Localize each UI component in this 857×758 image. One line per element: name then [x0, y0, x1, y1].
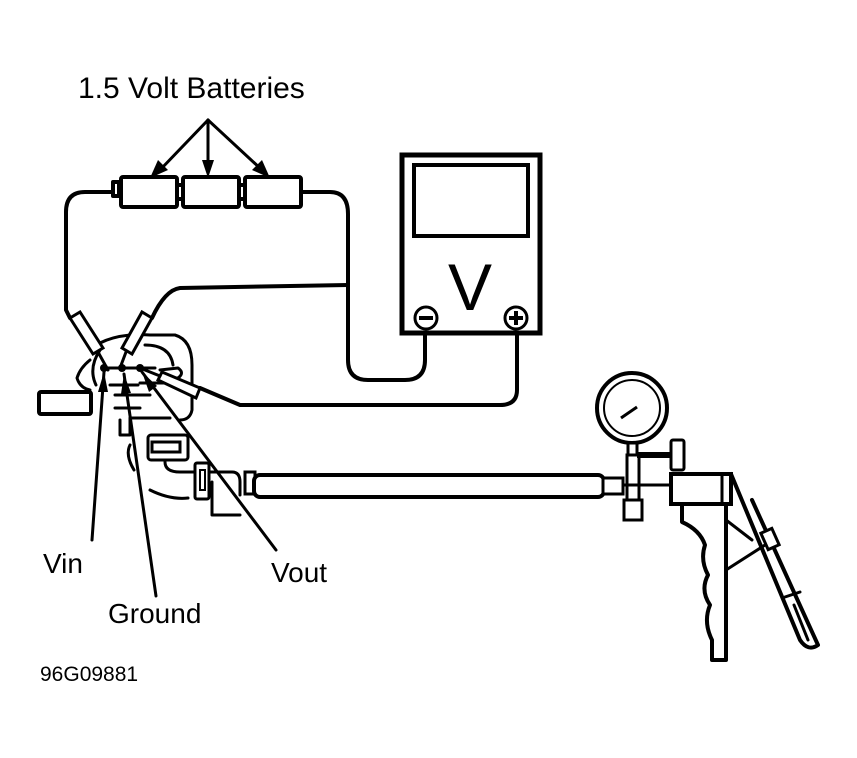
vacuum-pump: [595, 371, 820, 662]
battery-2: [181, 175, 241, 209]
pin-pointer-lines: [90, 370, 278, 598]
sensor-mount-tab: [37, 390, 93, 416]
vin-wire: [64, 190, 115, 320]
vout-label: Vout: [271, 557, 327, 588]
vin-label: Vin: [43, 548, 83, 579]
batteries: [111, 175, 303, 209]
pressure-sensor: [37, 333, 257, 517]
meter-positive-wire: [198, 333, 519, 407]
battery-terminal: [111, 180, 121, 198]
battery-3: [243, 175, 303, 209]
voltmeter: V: [399, 152, 543, 336]
voltmeter-display: [412, 163, 530, 238]
battery-return-wire: [299, 190, 350, 287]
vacuum-hose: [252, 473, 625, 499]
test-leads: [67, 309, 202, 401]
batteries-label: 1.5 Volt Batteries: [78, 72, 305, 105]
meter-negative-wire: [346, 283, 427, 382]
battery-pointer-arrows: [150, 118, 270, 178]
figure-code: 96G09881: [40, 663, 138, 686]
ground-label: Ground: [108, 598, 201, 629]
ground-wire: [150, 283, 350, 320]
voltmeter-symbol: V: [448, 250, 492, 324]
battery-1: [119, 175, 179, 209]
